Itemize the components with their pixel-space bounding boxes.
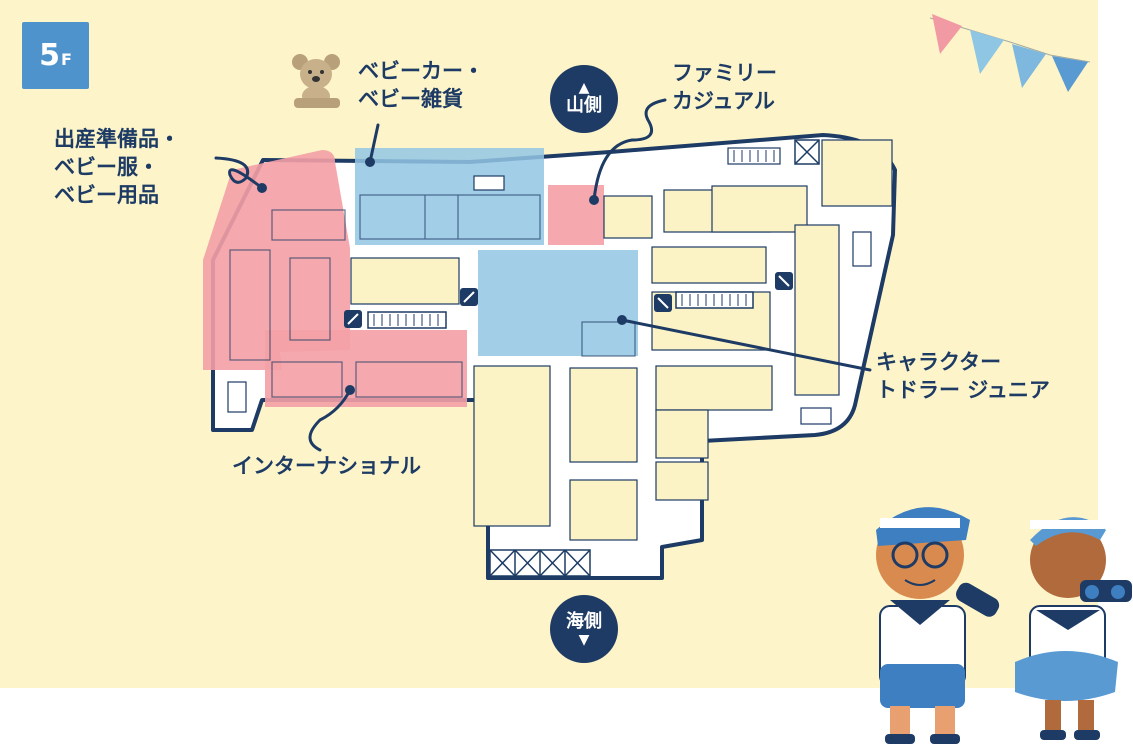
down-arrow-icon: ▼ [578,632,590,648]
shop-unit[interactable] [711,185,808,233]
floor-badge: 5 F [22,22,89,89]
mountain-side-label: 山側 [566,95,602,116]
floor-unit: F [60,50,72,69]
floor-number: 5 [39,37,60,73]
building-outline [211,133,897,580]
escalator-icon[interactable] [367,311,447,329]
entrance-boxes [489,139,820,577]
label-baby-goods[interactable]: 出産準備品・ ベビー服・ ベビー用品 [54,127,180,207]
label-character[interactable]: キャラクター トドラー ジュニア [876,350,1050,402]
area-international[interactable] [265,330,467,407]
mountain-side-marker: ▲ 山側 [550,65,618,133]
shop-unit[interactable] [603,195,653,239]
stairs-icon [852,231,872,267]
kids-sailor-illustration [876,507,1132,744]
sea-side-label: 海側 [566,611,602,632]
shop-unit[interactable] [569,479,638,541]
area-character[interactable] [478,250,638,356]
label-international[interactable]: インターナショナル [232,454,421,478]
label-family-casual[interactable]: ファミリー カジュアル [672,61,777,113]
escalators [227,147,872,425]
shop-unit[interactable] [473,365,551,527]
area-stroller[interactable] [355,148,544,245]
stairs-icon [727,147,781,165]
sea-side-marker: 海側 ▼ [550,595,618,663]
leader-dots [257,157,627,395]
escalator-stripes [373,150,775,326]
escalator-markers [344,272,793,328]
up-arrow-icon: ▲ [578,80,590,96]
shop-unit[interactable] [569,367,638,463]
area-baby-goods[interactable] [203,150,350,370]
teddy-bear-icon [292,54,340,108]
shop-unit[interactable] [655,461,709,501]
shop-unit[interactable] [821,139,893,207]
bunting-icon [929,14,1091,92]
stairs-icon [227,381,247,413]
label-stroller[interactable]: ベビーカー・ ベビー雑貨 [358,59,484,111]
leader-lines [214,98,872,452]
shop-unit[interactable] [655,365,773,411]
shop-unit[interactable] [655,409,709,459]
shop-unit[interactable] [350,257,460,305]
zone-dividers [229,194,636,398]
shop-unit[interactable] [651,246,767,284]
shop-unit[interactable] [794,224,840,396]
stairs-icon [473,175,505,191]
stairs-icon [800,407,832,425]
